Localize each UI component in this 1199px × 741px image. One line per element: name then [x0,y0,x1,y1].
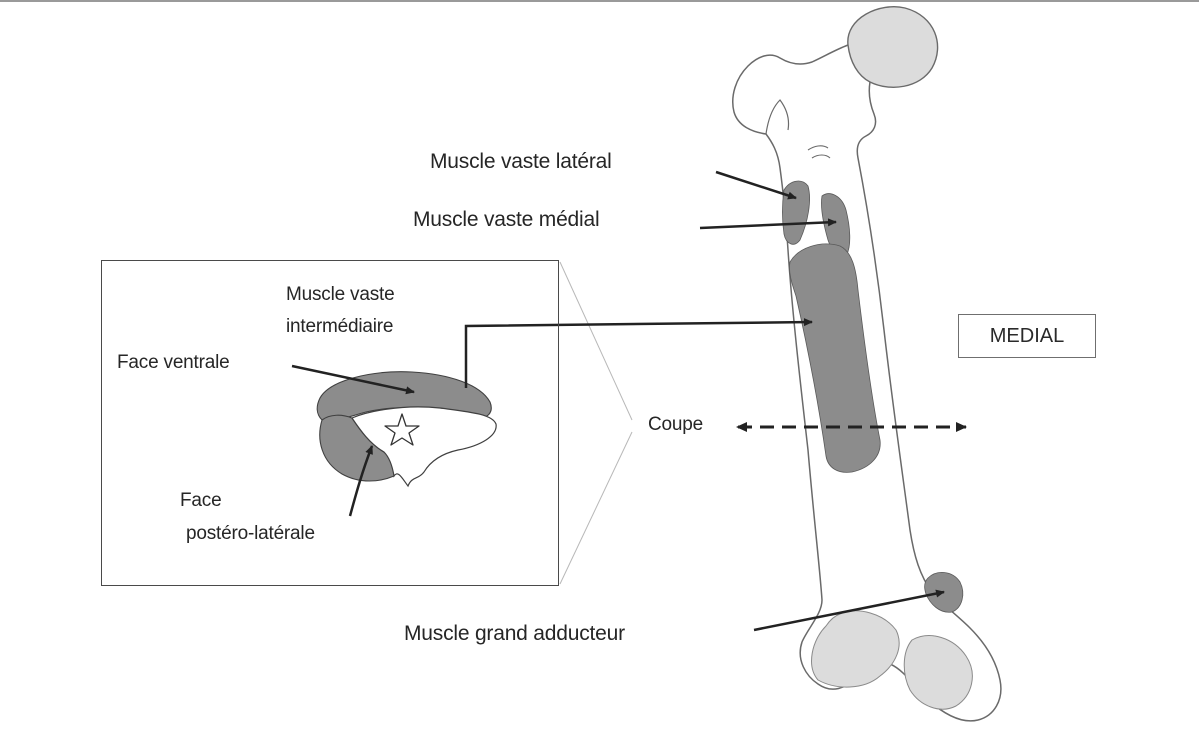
arrow-vaste-medial [699,218,837,230]
arrow-grand-adducteur [753,589,945,632]
label-face-postero-line2: postéro-latérale [186,523,315,544]
lateral-condyle-surface [903,635,973,710]
arrow-vaste-intermediaire [464,318,813,388]
label-vaste-intermediaire-line1: Muscle vaste [286,284,395,305]
arrow-face-postero-laterale [348,445,374,517]
lesser-trochanter-detail [807,145,831,159]
cross-section-inset [101,260,559,586]
greater-trochanter-detail [765,99,790,135]
label-vaste-intermediaire-line2: intermédiaire [286,316,394,337]
top-rule [0,0,1199,2]
arrow-vaste-lateral [715,170,797,200]
medial-condyle-surface [811,610,900,688]
vaste-lateral-area [782,180,810,245]
label-face-ventrale: Face ventrale [117,352,230,373]
label-grand-adducteur: Muscle grand adducteur [404,622,625,645]
medial-orientation-box: MEDIAL [958,314,1096,358]
label-vaste-medial: Muscle vaste médial [413,208,600,231]
label-medial: MEDIAL [989,324,1065,347]
inset-connector-bottom [559,431,633,585]
inset-connector-top [559,261,633,421]
section-bone [351,406,497,488]
arrow-face-ventrale [291,364,415,395]
vaste-intermediaire-area [789,243,881,473]
section-star-marker [384,413,420,446]
label-coupe: Coupe [648,414,703,435]
femoral-head [847,6,939,88]
label-vaste-lateral: Muscle vaste latéral [430,150,612,173]
label-face-postero-line1: Face [180,490,222,511]
